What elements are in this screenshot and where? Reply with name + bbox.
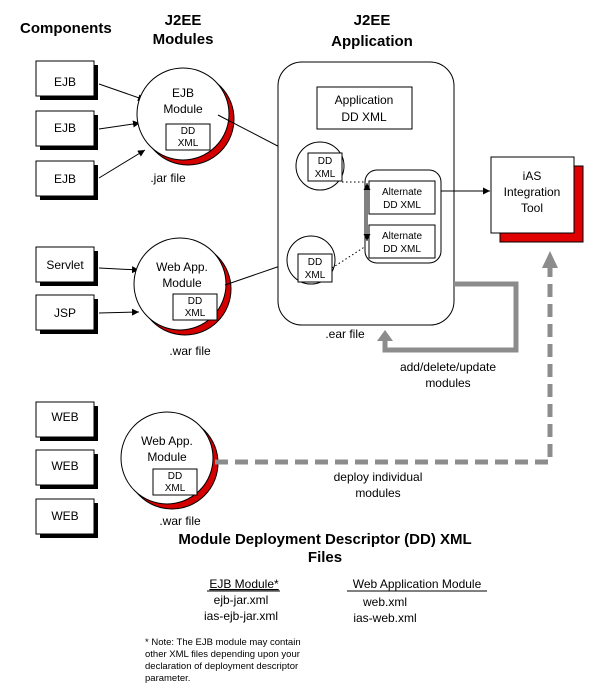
legend-note-line3: declaration of deployment descriptor [145, 661, 298, 672]
ias-integration-tool: iAS Integration Tool [490, 156, 584, 243]
component-ejb-1: EJB [35, 60, 98, 100]
component-web-3-label: WEB [51, 509, 78, 523]
component-web-1-label: WEB [51, 410, 78, 424]
legend-ejb-file-2: ias-ejb-jar.xml [204, 609, 278, 623]
legend-note-line2: other XML files depending upon your [145, 649, 300, 660]
war-file-label-bottom: .war file [159, 514, 201, 528]
application-dd-line2: DD XML [341, 110, 387, 124]
web-module-bottom-dd-line2: XML [165, 483, 186, 494]
ear-ejb-module-circle: DD XML [295, 141, 345, 191]
component-ejb-2-label: EJB [54, 121, 76, 135]
web-to-alternate-connector [331, 245, 367, 269]
alternate-dd-box-2 [368, 224, 436, 259]
component-servlet-label: Servlet [46, 258, 84, 272]
jar-file-label: .jar file [150, 171, 186, 185]
ejb-module-dd-line1: DD [181, 126, 195, 137]
update-flow-label-line2: modules [425, 376, 470, 390]
tool-line2: Integration [504, 185, 561, 199]
component-web-1: WEB [35, 401, 98, 441]
web-module-top-dd-line2: XML [185, 308, 206, 319]
header-application-line1: J2EE [354, 12, 391, 29]
header-components: Components [20, 20, 112, 37]
component-servlet: Servlet [35, 246, 98, 286]
ejb-module-title-line2: Module [163, 102, 203, 116]
ear-web-dd-line2: XML [305, 270, 326, 281]
web-module-top-dd-line1: DD [188, 296, 202, 307]
component-web-3: WEB [35, 498, 98, 538]
web-module-bottom-dd-line1: DD [168, 471, 182, 482]
alternate-dd-box-1 [368, 180, 436, 215]
web-module-top-dd-box [172, 293, 218, 321]
web-module-top-title-line2: Module [162, 276, 202, 290]
deploy-modules-flow-line [215, 265, 553, 465]
component-ejb-3: EJB [35, 160, 98, 200]
ear-ejb-dd-line2: XML [315, 169, 336, 180]
component-ejb-3-label: EJB [54, 172, 76, 186]
legend-title-line1: Module Deployment Descriptor (DD) XML [178, 531, 471, 548]
web-module-top-title-line1: Web App. [156, 260, 208, 274]
application-dd-xml-box [316, 86, 413, 130]
web-module-bottom-title-line1: Web App. [141, 434, 193, 448]
alternate-dd-1-line2: DD XML [383, 200, 421, 211]
update-modules-arrowhead [377, 330, 393, 341]
ejb-module-dd-line2: XML [178, 138, 199, 149]
component-web-2: WEB [35, 449, 98, 489]
update-flow-label-line1: add/delete/update [400, 360, 496, 374]
update-modules-flow-line [382, 281, 519, 353]
ejb-module-title-line1: EJB [172, 86, 194, 100]
alternate-dd-2-line2: DD XML [383, 244, 421, 255]
ear-file-label: .ear file [325, 327, 365, 341]
component-ejb-1-label: EJB [54, 75, 76, 89]
application-dd-line1: Application [335, 93, 394, 107]
ear-ejb-dd-box [307, 152, 343, 182]
legend-note-line4: parameter. [145, 673, 190, 684]
alternate-dd-1-line1: Alternate [382, 187, 422, 198]
web-app-module-top: Web App. Module DD XML [133, 237, 232, 336]
ejb-module-dd-box [165, 123, 211, 151]
component-jsp-label: JSP [54, 306, 76, 320]
legend-ejb-heading: EJB Module* [209, 577, 279, 591]
header-application-line2: Application [331, 33, 413, 50]
legend-web-file-1: web.xml [362, 595, 407, 609]
legend-web-heading: Web Application Module [353, 577, 482, 591]
header-modules-line1: J2EE [165, 12, 202, 29]
arrow-ejb2-to-ejb-module [98, 120, 141, 130]
header-modules-line2: Modules [153, 31, 214, 48]
ejb-module: EJB Module DD XML [136, 67, 235, 166]
arrow-ejb3-to-ejb-module [98, 149, 146, 179]
tool-line1: iAS [523, 169, 542, 183]
alternate-dd-2-line1: Alternate [382, 231, 422, 242]
ear-ejb-dd-line1: DD [318, 156, 332, 167]
arrow-jsp-to-web-module [98, 308, 140, 316]
web-module-bottom-dd-box [152, 468, 198, 496]
arrow-servlet-to-web-module [98, 266, 140, 274]
legend-title-line2: Files [308, 549, 342, 566]
legend-note-line1: * Note: The EJB module may contain [145, 637, 301, 648]
component-jsp: JSP [35, 294, 98, 334]
component-web-2-label: WEB [51, 459, 78, 473]
ear-web-module-circle: DD XML [286, 235, 336, 285]
war-file-label-top: .war file [169, 344, 211, 358]
component-ejb-2: EJB [35, 110, 98, 150]
arrow-ejb1-to-ejb-module [98, 83, 146, 102]
web-module-bottom-title-line2: Module [147, 450, 187, 464]
deploy-flow-label-line1: deploy individual [334, 470, 423, 484]
legend-web-file-2: ias-web.xml [353, 611, 416, 625]
arrow-web-module-to-application [224, 262, 287, 286]
ear-web-dd-line1: DD [308, 257, 322, 268]
tool-line3: Tool [521, 201, 543, 215]
web-app-module-bottom: Web App. Module DD XML [120, 411, 219, 510]
deploy-flow-label-line2: modules [355, 486, 400, 500]
deploy-modules-arrowhead [542, 251, 558, 268]
legend-ejb-file-1: ejb-jar.xml [214, 593, 269, 607]
